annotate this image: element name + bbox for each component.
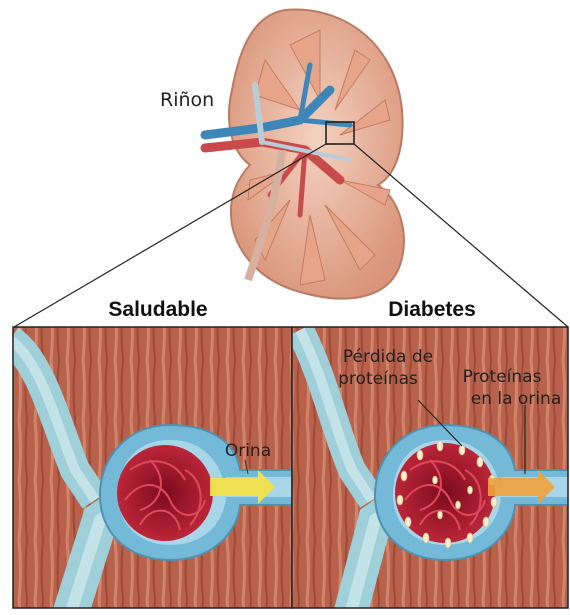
urine-protein-label-line1: Proteínas — [463, 367, 542, 387]
healthy-panel — [10, 327, 295, 615]
healthy-heading: Saludable — [108, 298, 207, 321]
diabetes-heading: Diabetes — [388, 298, 476, 321]
urine-label: Orina — [225, 441, 271, 461]
protein-loss-label-line1: Pérdida de — [343, 347, 433, 367]
kidney-illustration — [205, 10, 404, 299]
kidney-label: Riñon — [160, 89, 214, 111]
protein-loss-label-line2: proteínas — [338, 369, 418, 389]
urine-protein-label-line2: en la orina — [471, 389, 562, 409]
